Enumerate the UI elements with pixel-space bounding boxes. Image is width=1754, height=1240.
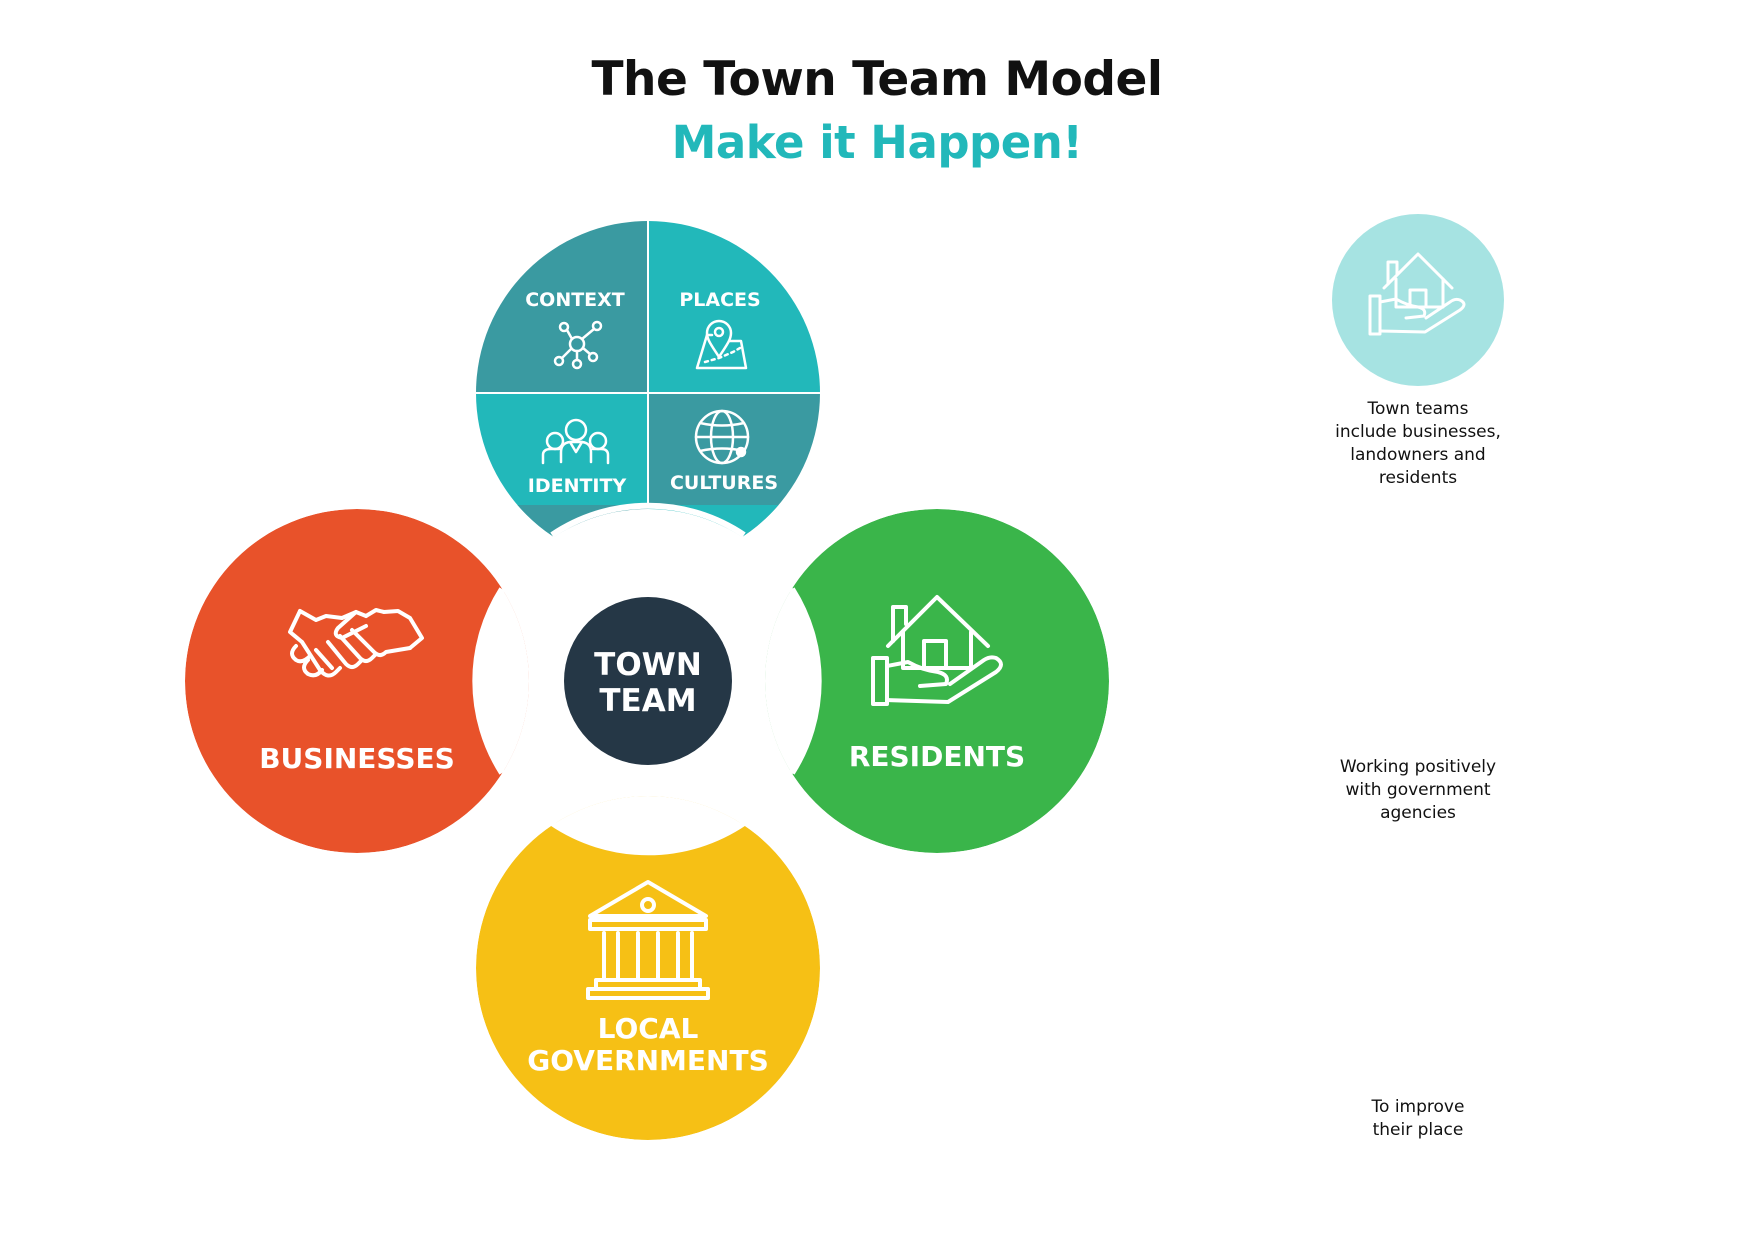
local-governments-label-line1: LOCAL <box>598 1012 699 1045</box>
local-governments-label-line2: GOVERNMENTS <box>527 1044 769 1077</box>
page-subtitle: Make it Happen! <box>671 116 1083 169</box>
globe-icon <box>694 409 750 465</box>
businesses-label: BUSINESSES <box>259 742 455 775</box>
residents-circle: RESIDENTS <box>765 509 1109 853</box>
house-in-hand-icon <box>871 595 1003 706</box>
step-1-circle <box>1332 214 1504 386</box>
label-context: CONTEXT <box>525 289 625 311</box>
label-cultures: CULTURES <box>670 472 778 494</box>
local-governments-circle: LOCAL GOVERNMENTS <box>476 796 820 1140</box>
government-building-icon <box>586 880 710 1000</box>
people-group-icon <box>541 418 610 465</box>
town-team-center: TOWN TEAM <box>564 597 732 765</box>
process-flow <box>1332 214 1504 386</box>
step-2-text: Working positively with government agenc… <box>1339 757 1497 823</box>
label-identity: IDENTITY <box>528 475 627 497</box>
step-1-house-in-hand-icon <box>1368 252 1466 336</box>
handshake-icon <box>288 608 424 678</box>
step-3-text: To improve their place <box>1371 1097 1465 1140</box>
label-places: PLACES <box>679 289 760 311</box>
page-title: The Town Team Model <box>591 52 1163 107</box>
map-pin-icon <box>695 319 748 370</box>
residents-label: RESIDENTS <box>849 740 1025 773</box>
center-label-line1: TOWN <box>594 647 702 683</box>
network-icon <box>553 320 603 370</box>
step-1-text: Town teams include businesses, landowner… <box>1335 399 1501 488</box>
center-label-line2: TEAM <box>599 683 696 719</box>
businesses-circle: BUSINESSES <box>185 509 529 853</box>
